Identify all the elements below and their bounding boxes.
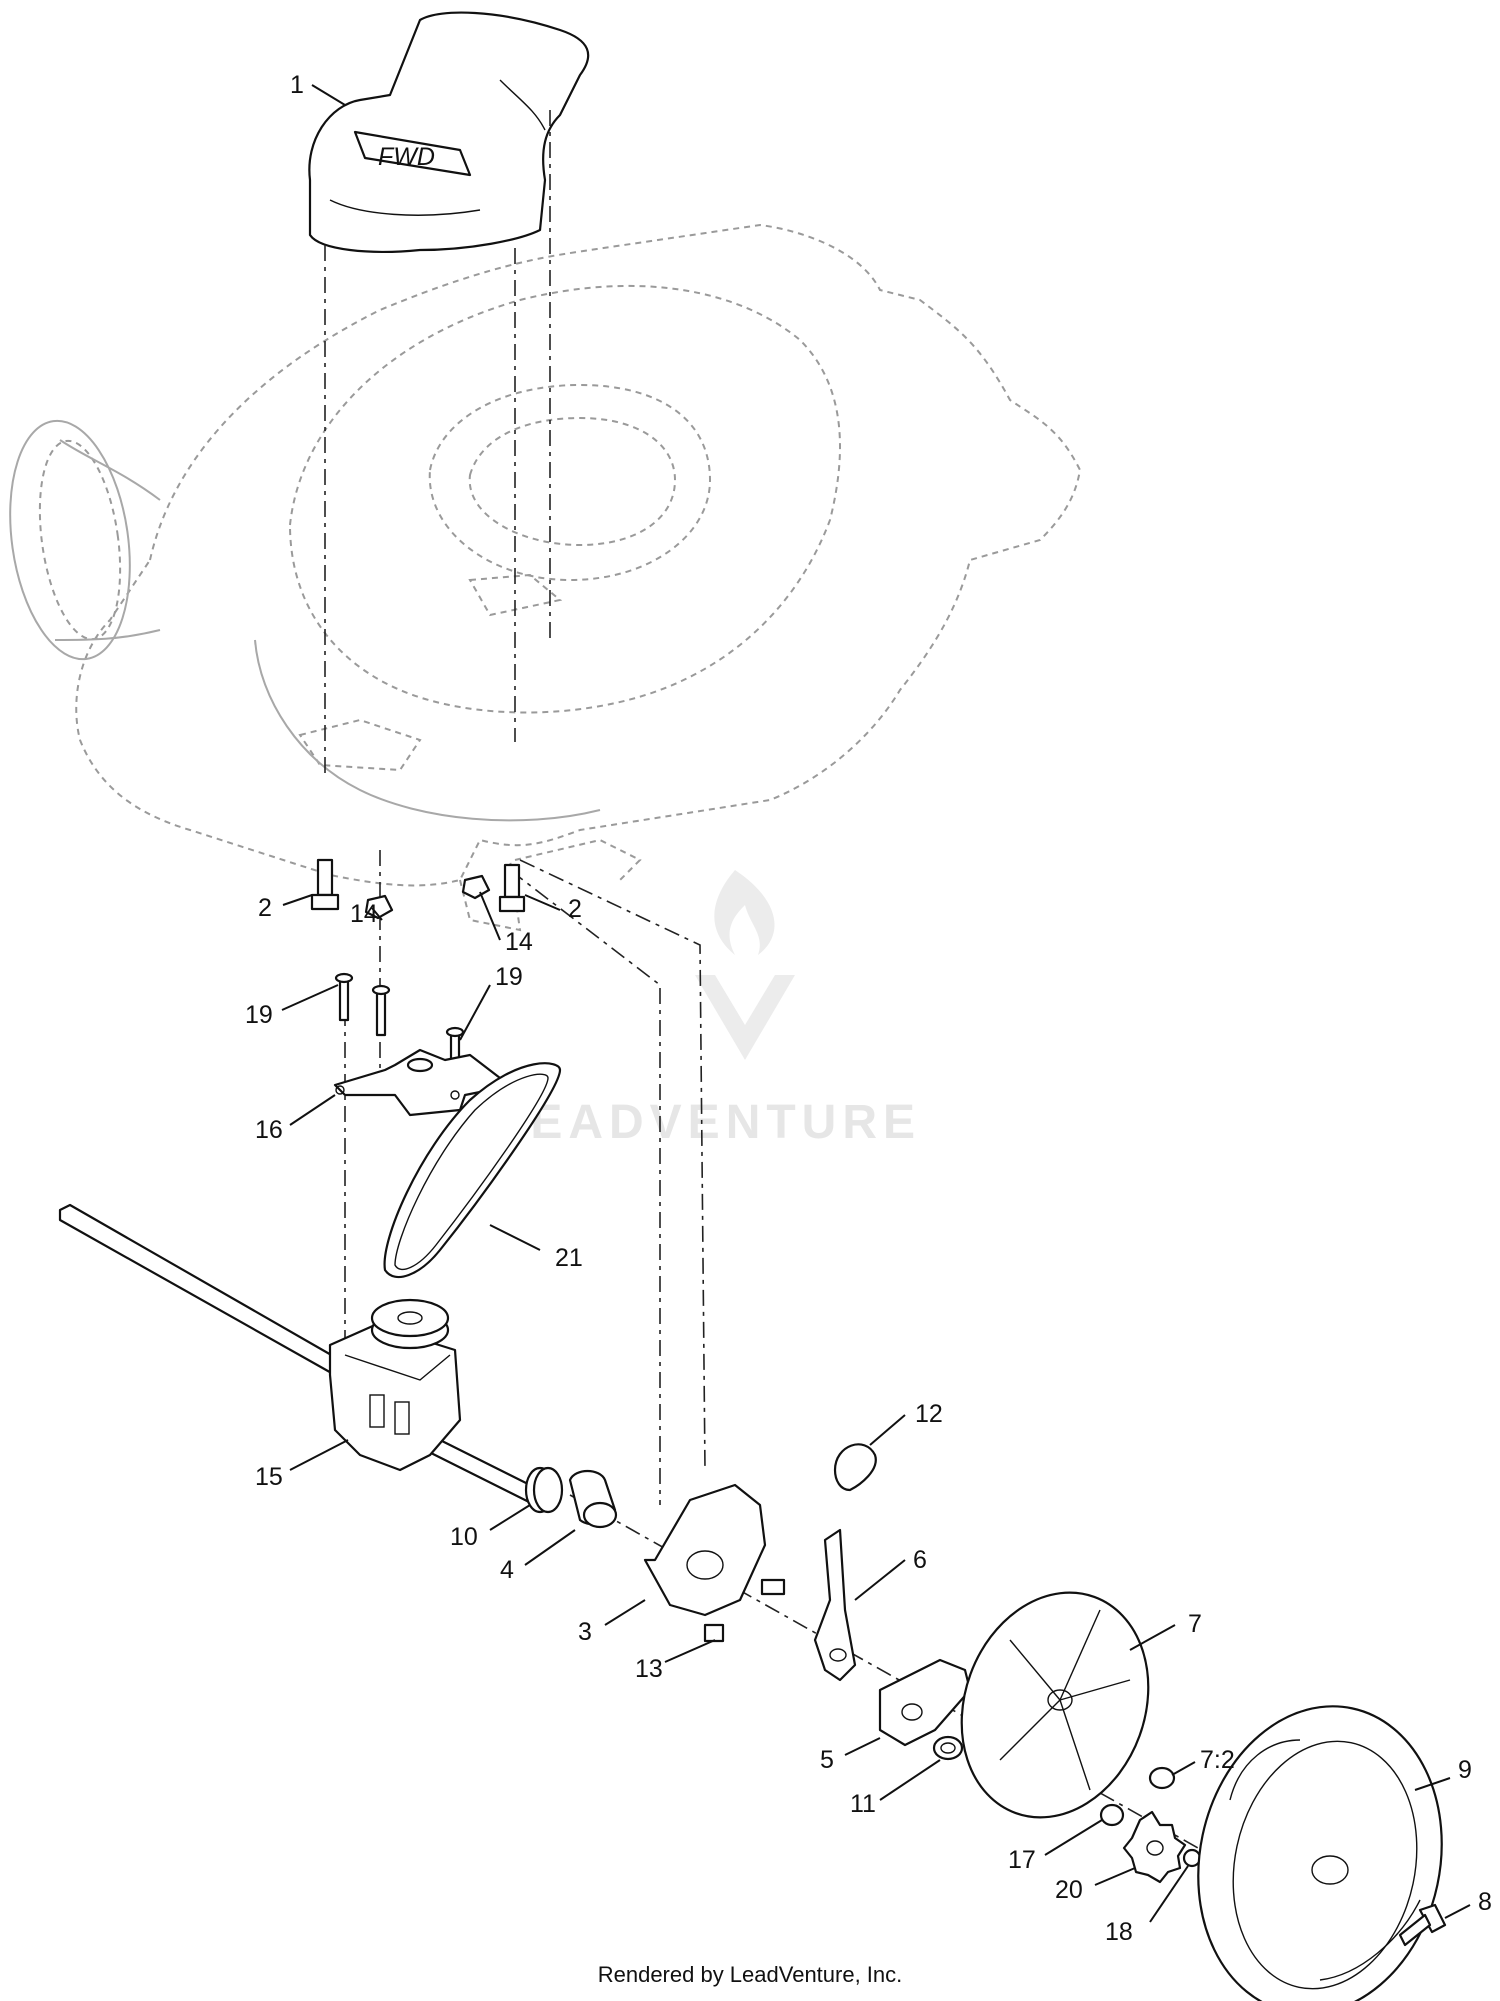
callout-21: 21	[555, 1244, 583, 1272]
callout-9: 9	[1458, 1756, 1472, 1784]
callout-14-left: 14	[350, 900, 378, 928]
callout-10: 10	[450, 1523, 478, 1551]
callout-2-left: 2	[258, 894, 272, 922]
callout-20: 20	[1055, 1876, 1083, 1904]
gear-cover-plate-part	[643, 1483, 786, 1643]
render-credit-footer: Rendered by LeadVenture, Inc.	[597, 1962, 903, 1987]
fwd-cover-part: FWD	[308, 11, 590, 253]
callout-4: 4	[500, 1556, 514, 1584]
transmission-part	[58, 1203, 542, 1507]
callout-7-2: 7:2	[1200, 1746, 1235, 1774]
callout-11: 11	[850, 1790, 876, 1818]
watermark-text: LEADVENTURE	[495, 1096, 921, 1149]
callout-18: 18	[1105, 1918, 1133, 1946]
callout-14-right: 14	[505, 928, 533, 956]
hardware-parts	[310, 858, 526, 1072]
wheel-cover-part	[960, 1591, 1150, 1819]
drive-belt-part	[383, 1062, 562, 1279]
callout-labels: 1 2 2 14 14 19 19 16 21 15 10 4 3 13 12 …	[245, 71, 1492, 1946]
callout-3: 3	[578, 1618, 592, 1646]
callout-7: 7	[1188, 1610, 1202, 1638]
small-gear-parts	[1099, 1766, 1202, 1884]
callout-19-left: 19	[245, 1001, 273, 1029]
callout-12: 12	[915, 1400, 943, 1428]
pawl-plate-part	[878, 1658, 972, 1761]
callout-5: 5	[820, 1746, 834, 1774]
callout-6: 6	[913, 1546, 927, 1574]
callout-16: 16	[255, 1116, 283, 1144]
fwd-badge-text: FWD	[378, 143, 435, 171]
callout-8: 8	[1478, 1888, 1492, 1916]
callout-17: 17	[1008, 1846, 1036, 1874]
lever-parts	[813, 1443, 877, 1682]
callout-leaders	[281, 84, 1471, 1923]
bushing-parts	[524, 1466, 618, 1529]
leadventure-watermark: LEADVENTURE	[495, 870, 921, 1149]
callout-13: 13	[635, 1655, 663, 1683]
callout-19-right: 19	[495, 963, 523, 991]
callout-15: 15	[255, 1463, 283, 1491]
rear-wheel-part	[1197, 1705, 1447, 2001]
mower-deck-outline	[9, 223, 1082, 932]
belt-bracket-part	[333, 1048, 502, 1117]
callout-2-right: 2	[568, 895, 582, 923]
callout-1: 1	[290, 71, 304, 99]
